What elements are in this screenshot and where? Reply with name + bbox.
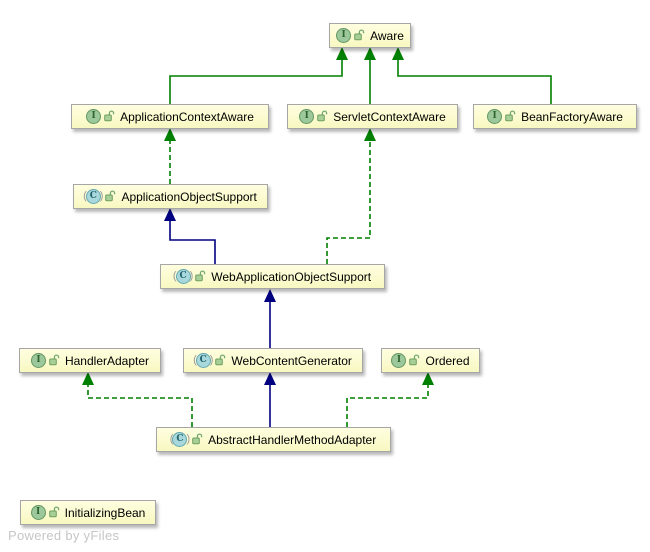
node-abstract-handler-method-adapter[interactable]: (C) AbstractHandlerMethodAdapter [156, 427, 391, 452]
interface-icon: I [86, 109, 102, 124]
node-application-object-support[interactable]: (C) ApplicationObjectSupport [73, 184, 268, 209]
public-lock-icon [317, 109, 328, 121]
public-lock-icon [505, 109, 516, 121]
edge-BeanFactoryAware-to-Aware [397, 60, 552, 104]
node-web-application-object-support[interactable]: (C) WebApplicationObjectSupport [160, 264, 385, 289]
public-lock-icon [105, 189, 116, 201]
node-initializing-bean[interactable]: I InitializingBean [20, 500, 156, 525]
interface-icon: I [336, 28, 352, 43]
abstract-class-icon: (C) [83, 189, 104, 204]
node-label: Aware [370, 28, 404, 43]
edge-ApplicationContextAware-to-Aware [169, 60, 343, 104]
node-web-content-generator[interactable]: (C) WebContentGenerator [183, 348, 363, 373]
edge-WebApplicationObjectSupport-to-ServletContextAware [326, 141, 371, 264]
public-lock-icon [192, 432, 203, 444]
abstract-class-icon: (C) [172, 269, 194, 284]
node-label: BeanFactoryAware [521, 109, 623, 124]
public-lock-icon [409, 353, 420, 365]
public-lock-icon [104, 109, 115, 121]
node-label: ApplicationObjectSupport [121, 189, 257, 204]
edge-AbstractHandlerMethodAdapter-to-Ordered [346, 385, 429, 427]
arrowhead-generalization-icon [264, 289, 276, 302]
node-servlet-context-aware[interactable]: I ServletContextAware [287, 104, 458, 129]
interface-icon: I [30, 505, 46, 520]
edge-WebApplicationObjectSupport-to-ApplicationObjectSupport [169, 221, 216, 264]
node-ordered[interactable]: I Ordered [381, 348, 480, 373]
arrowhead-realization-icon [422, 372, 434, 385]
arrowhead-realization-icon [82, 372, 94, 385]
interface-icon: I [299, 109, 315, 124]
public-lock-icon [195, 269, 206, 281]
arrowhead-interface-extension-icon [392, 47, 404, 60]
node-label: Ordered [425, 353, 470, 368]
node-application-context-aware[interactable]: I ApplicationContextAware [71, 104, 269, 129]
public-lock-icon [48, 505, 59, 517]
arrowhead-generalization-icon [164, 208, 176, 221]
interface-icon: I [391, 353, 407, 368]
arrowhead-realization-icon [164, 128, 176, 141]
node-label: ServletContextAware [333, 109, 446, 124]
node-label: WebContentGenerator [231, 353, 352, 368]
node-label: ApplicationContextAware [120, 109, 254, 124]
arrowhead-realization-icon [364, 128, 376, 141]
node-label: WebApplicationObjectSupport [211, 269, 372, 284]
node-label: InitializingBean [64, 505, 146, 520]
public-lock-icon [49, 353, 60, 365]
public-lock-icon [354, 28, 365, 40]
yfiles-watermark: Powered by yFiles [8, 528, 120, 543]
node-handler-adapter[interactable]: I HandlerAdapter [19, 348, 161, 373]
interface-icon: I [487, 109, 503, 124]
abstract-class-icon: (C) [193, 353, 214, 368]
public-lock-icon [215, 353, 226, 365]
interface-icon: I [30, 353, 46, 368]
arrowhead-generalization-icon [264, 372, 276, 385]
node-aware[interactable]: I Aware [329, 23, 411, 48]
node-label: AbstractHandlerMethodAdapter [208, 432, 377, 447]
arrowhead-interface-extension-icon [336, 47, 348, 60]
edge-AbstractHandlerMethodAdapter-to-HandlerAdapter [87, 385, 193, 427]
node-label: HandlerAdapter [64, 353, 150, 368]
abstract-class-icon: (C) [170, 432, 190, 447]
arrowhead-interface-extension-icon [364, 47, 376, 60]
node-bean-factory-aware[interactable]: I BeanFactoryAware [473, 104, 637, 129]
